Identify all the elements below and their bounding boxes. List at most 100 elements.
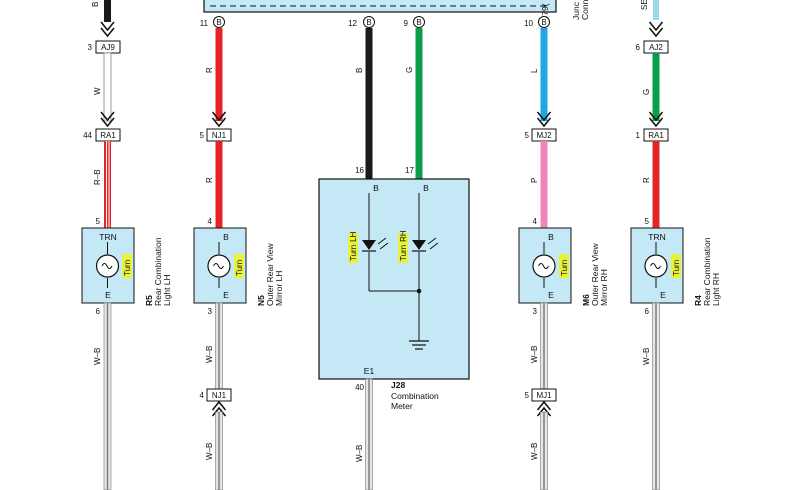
ch4-name-2: Mirror RH (599, 269, 609, 306)
ch1-wire-stripe-1 (106, 141, 107, 228)
ch4-wire-blue (540, 28, 548, 121)
ch2-wire-wb-stripe (218, 303, 220, 389)
ch1-pin-in: 5 (96, 217, 101, 226)
ch1-connector-b-pin: 44 (83, 131, 92, 140)
ch3-wire-green-label: G (405, 67, 414, 73)
ch4-wire-pink (540, 141, 548, 228)
ch1-wire-white-label: W (93, 87, 102, 95)
ch2-wire-wb-stripe-lower (218, 412, 220, 490)
ch5-connector-b-label: RA1 (648, 131, 664, 140)
ch2-junction-letter: B (216, 18, 221, 27)
ch2-wire-c-label: W–B (205, 443, 214, 460)
ch2-name-2: Mirror LH (274, 271, 284, 306)
ch3-junction-terminal-lh (363, 16, 375, 28)
ch2-turn-label: Turn (235, 260, 244, 276)
ch3-turn-rh-word: Turn (399, 245, 408, 261)
ch3-turn-rh-suffix: RH (399, 230, 408, 242)
ch4-arrow-b (536, 111, 552, 122)
ch2-bulb-filament (213, 263, 224, 269)
ch2-wire-red-label: R (205, 67, 214, 73)
ch2-wire-red-lower (215, 141, 223, 228)
ch5-top-arrow-2 (648, 27, 664, 38)
ch5-wire-out-label: W–B (642, 348, 651, 365)
ch2-junction-pin: 11 (200, 19, 209, 28)
ch4-junction-pin: 10 (524, 19, 533, 28)
ch3-turn-rh-highlight (398, 233, 408, 263)
ch1-name-1: Rear Combination (153, 237, 163, 306)
ch4-arrow-c-2 (536, 406, 552, 417)
ch1-bulb-filament (101, 263, 113, 269)
ch1-connector-a-label: AJ9 (101, 43, 115, 52)
ch3-terminal-lh: B (373, 183, 379, 193)
ch2-connector-b-pin: 5 (200, 131, 205, 140)
ch3-wire-black-label: B (355, 68, 364, 73)
ch4-arrow-c (536, 400, 552, 411)
ch4-wire-out-label: W–B (530, 346, 539, 363)
ch3-junction-terminal-rh (413, 16, 425, 28)
ch4-terminal-top: B (548, 232, 554, 242)
ch1-wire-wb-stripe (106, 303, 109, 490)
ch5-bulb-filament (650, 263, 661, 269)
ch1-top-wire-color: B (91, 2, 100, 7)
ch3-pin-out: 40 (355, 383, 364, 392)
ch4-arrow-b-2 (536, 117, 552, 128)
ch5-name-2: Light RH (711, 273, 721, 306)
ch4-wire-wb-stripe-lower (543, 412, 545, 490)
ch1-turn-label: Turn (123, 260, 132, 276)
ch3-junction-letter-rh: B (416, 18, 421, 27)
ch5-arrow-b (648, 111, 664, 122)
ch5-connector-b-pin: 1 (636, 131, 641, 140)
ch5-code: R4 (693, 295, 703, 306)
ch1-turn-highlight (122, 254, 132, 278)
ch2-wire-red-lower-label: R (205, 177, 214, 183)
ch3-turn-lh-highlight (348, 233, 358, 263)
ch1-connector-b-label: RA1 (100, 131, 116, 140)
ch2-arrow-c-2 (211, 406, 227, 417)
ch3-turn-lh-word: Turn (349, 245, 358, 261)
ch2-name-1: Outer Rear View (265, 242, 275, 306)
ch3-name-1: Combination (391, 391, 439, 401)
ch1-top-arrow-2 (100, 27, 115, 38)
ch2-pin-in: 4 (208, 217, 213, 226)
ch3-led-lh-icon (362, 240, 376, 250)
ch5-terminal-top: TRN (648, 232, 665, 242)
ch3-wire-green (415, 28, 423, 179)
ch1-wire-red-black-label: R–B (93, 169, 102, 185)
ch4-code: M6 (581, 294, 591, 306)
ch2-arrow-b-2 (211, 117, 227, 128)
ch5-arrow-b-2 (648, 117, 664, 128)
ch4-terminal-bottom: E (548, 290, 554, 300)
ch4-pin-out: 3 (533, 307, 538, 316)
ch4-junction-letter: B (541, 18, 546, 27)
channel-combination-meter: 12 B 9 B B G 16 17 B B TurnLH TurnRH (318, 16, 470, 490)
junction-name-1: Junc (571, 1, 581, 20)
channel-outer-mirror-rh: 10 B L MJ2 5 P 4 B Turn E M6 Outer Rear … (518, 16, 609, 490)
ch3-turn-rh-label: Turn RH (399, 230, 408, 261)
ch3-junction-pin-rh: 9 (404, 19, 409, 28)
ch2-turn-highlight (234, 254, 244, 278)
ch4-wire-wb-stripe (543, 303, 545, 389)
ch2-wire-out-label: W–B (205, 346, 214, 363)
ch3-wire-black (365, 28, 373, 179)
ch5-name-1: Rear Combination (702, 237, 712, 306)
ch2-junction-terminal (213, 16, 225, 28)
ch2-connector-c-label: NJ1 (212, 391, 227, 400)
ch4-turn-highlight (559, 254, 569, 278)
ch4-turn-label: Turn (560, 260, 569, 276)
ch5-connector-a-label: AJ2 (649, 43, 663, 52)
ch1-arrow-b-2 (100, 117, 115, 128)
ch1-pin-out: 6 (96, 307, 101, 316)
ch4-name-1: Outer Rear View (590, 242, 600, 306)
ch5-wire-green-label: G (642, 89, 651, 95)
ch5-terminal-bottom: E (660, 290, 666, 300)
ch3-pin-rh: 17 (405, 166, 414, 175)
ch1-name-2: Light LH (162, 274, 172, 306)
ch5-turn-highlight (671, 254, 681, 278)
ch3-led-rh-ray-2 (429, 242, 439, 250)
ch3-turn-lh-suffix: LH (349, 231, 358, 241)
ch5-wire-red-label: R (642, 177, 651, 183)
ch4-wire-c-label: W–B (530, 443, 539, 460)
ch5-top-wire-color: SE (640, 0, 649, 10)
